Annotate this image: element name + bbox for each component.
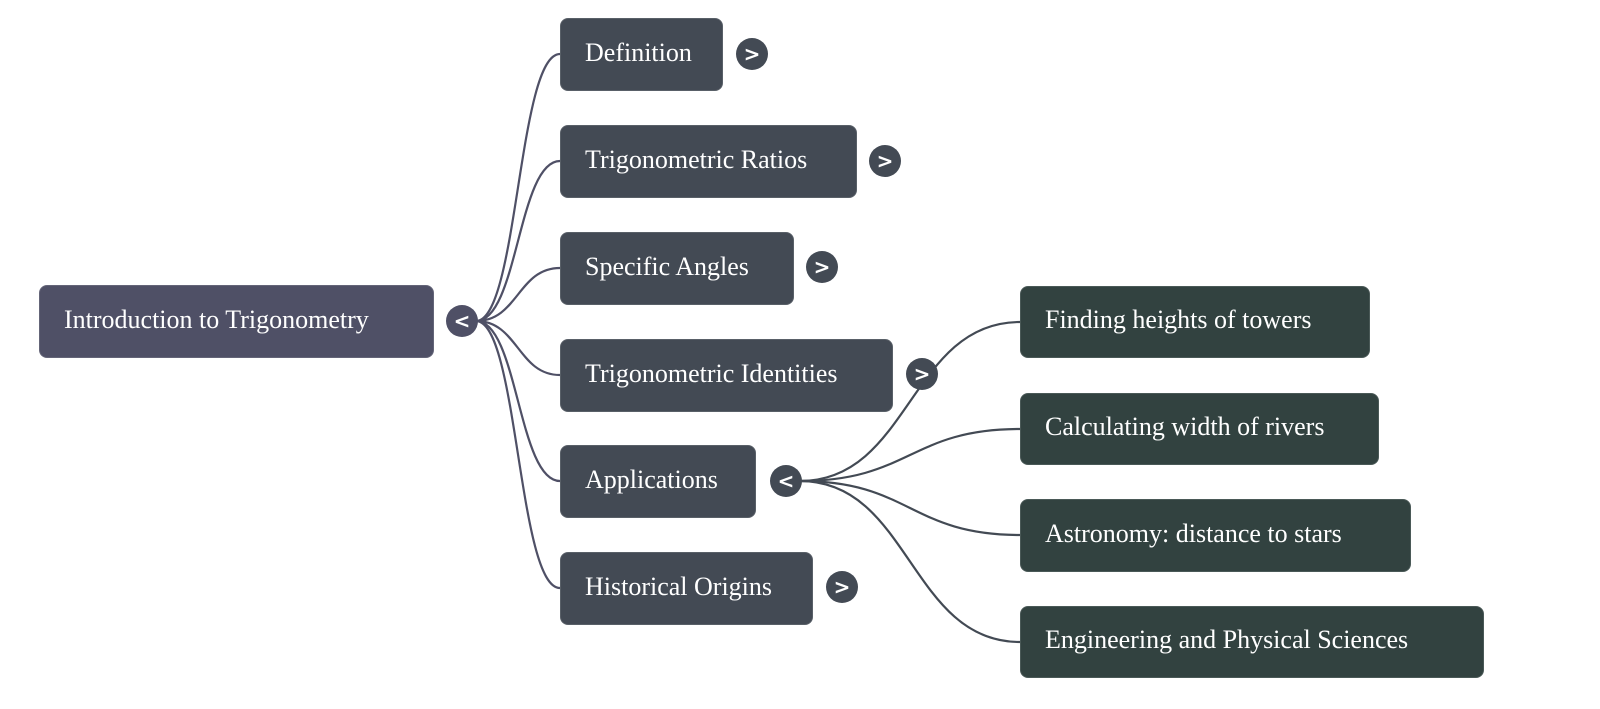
chevron-right-icon: >: [876, 149, 894, 173]
chevron-right-icon: >: [913, 362, 931, 386]
branch-node-trigonometric-identities[interactable]: Trigonometric Identities: [560, 339, 893, 412]
root-link-3: [475, 319, 561, 377]
expand-toggle-definition[interactable]: >: [736, 38, 768, 70]
root-link-2: [475, 266, 561, 323]
chevron-right-icon: >: [833, 575, 851, 599]
branch-node-historical-origins[interactable]: Historical Origins: [560, 552, 813, 625]
root-node-label: Introduction to Trigonometry: [64, 304, 369, 334]
applications-link-0: [799, 320, 1021, 483]
expand-toggle-specific-angles[interactable]: >: [806, 251, 838, 283]
branch-node-applications[interactable]: Applications: [560, 445, 756, 518]
branch-node-specific-angles[interactable]: Specific Angles: [560, 232, 794, 305]
leaf-label: Astronomy: distance to stars: [1045, 518, 1342, 548]
branch-label: Specific Angles: [585, 251, 749, 281]
branch-label: Definition: [585, 37, 692, 67]
chevron-right-icon: >: [813, 255, 831, 279]
leaf-node-calculating-width[interactable]: Calculating width of rivers: [1020, 393, 1379, 465]
root-collapse-toggle-icon[interactable]: <: [446, 305, 478, 337]
branch-node-trigonometric-ratios[interactable]: Trigonometric Ratios: [560, 125, 857, 198]
leaf-label: Calculating width of rivers: [1045, 412, 1325, 441]
leaf-label: Engineering and Physical Sciences: [1045, 625, 1409, 654]
leaf-node-finding-heights[interactable]: Finding heights of towers: [1020, 286, 1370, 358]
branch-label: Trigonometric Ratios: [585, 144, 808, 174]
applications-link-1: [799, 427, 1021, 483]
leaf-node-astronomy[interactable]: Astronomy: distance to stars: [1020, 499, 1411, 572]
chevron-left-icon: <: [453, 309, 471, 333]
collapse-toggle-applications[interactable]: <: [770, 465, 802, 497]
leaf-label: Finding heights of towers: [1045, 305, 1312, 334]
applications-link-2: [799, 479, 1021, 537]
root-link-5: [475, 319, 561, 590]
branch-label: Historical Origins: [585, 571, 773, 601]
root-link-0: [475, 52, 561, 323]
chevron-right-icon: >: [743, 42, 761, 66]
expand-toggle-historical-origins[interactable]: >: [826, 571, 858, 603]
leaf-node-engineering[interactable]: Engineering and Physical Sciences: [1020, 606, 1484, 678]
applications-link-3: [799, 479, 1021, 644]
root-link-1: [475, 159, 561, 323]
branch-node-definition[interactable]: Definition: [560, 18, 723, 91]
root-node[interactable]: Introduction to Trigonometry: [39, 285, 434, 358]
root-link-4: [475, 319, 561, 483]
chevron-left-icon: <: [777, 469, 795, 493]
expand-toggle-trigonometric-ratios[interactable]: >: [869, 145, 901, 177]
expand-toggle-trigonometric-identities[interactable]: >: [906, 358, 938, 390]
branch-label: Applications: [585, 464, 718, 494]
branch-label: Trigonometric Identities: [585, 358, 838, 388]
